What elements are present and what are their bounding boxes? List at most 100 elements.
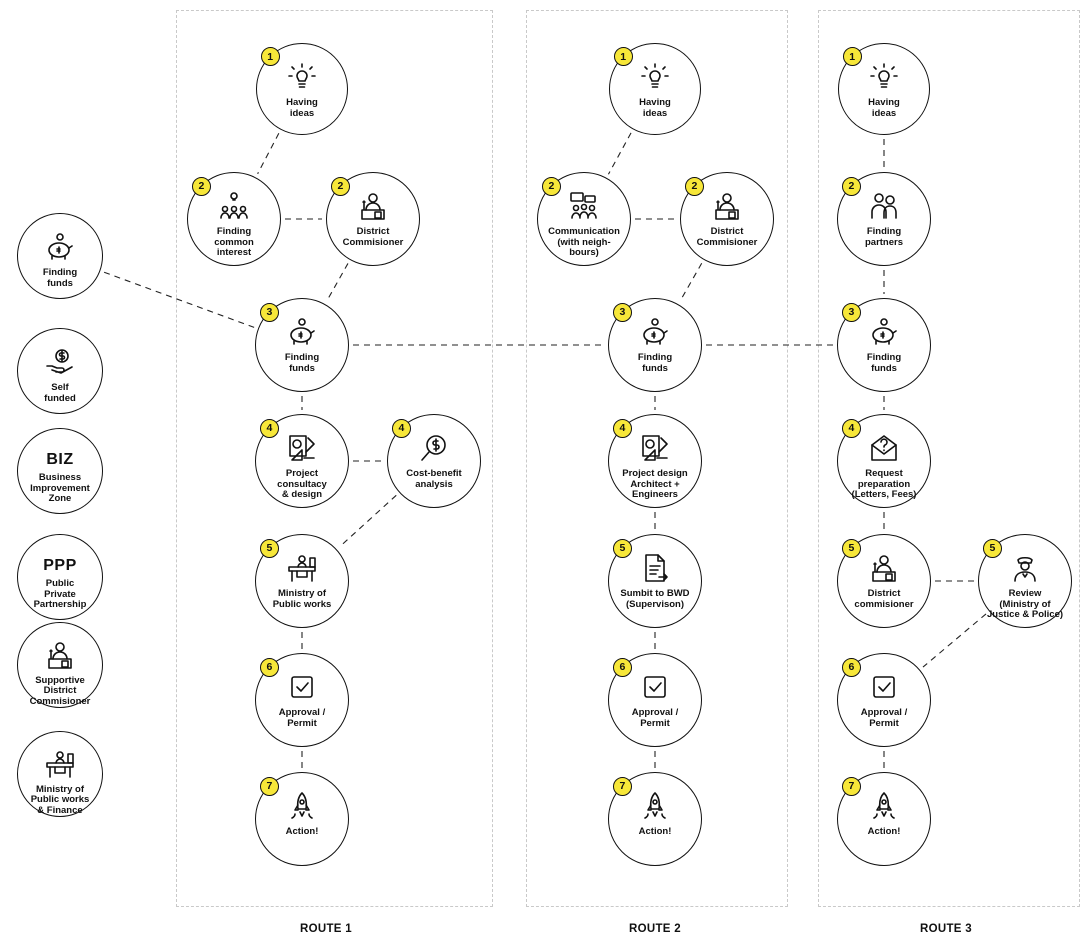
envelope-question-icon	[867, 431, 901, 465]
route2-action-node-step-badge: 7	[612, 776, 632, 796]
document-send-icon	[638, 551, 672, 585]
route1-district-commisioner-node-step-badge: 2	[330, 176, 350, 196]
funding-option-3-label: Business Improvement Zone	[30, 472, 90, 504]
route1-cost-benefit-node-label: Cost-benefit analysis	[406, 468, 462, 490]
route3-action-node-step-badge: 7	[841, 776, 861, 796]
route2-approval-node-step-badge: 6	[612, 657, 632, 677]
route1-label: ROUTE 1	[300, 923, 352, 935]
route3-label: ROUTE 3	[920, 923, 972, 935]
route1-having-ideas-node-step-badge: 1	[260, 47, 280, 67]
route3-review-node-label: Review (Ministry of Justice & Police)	[986, 588, 1064, 620]
lightbulb-icon	[867, 60, 901, 94]
funding-option-4-label: Public Private Partnership	[33, 578, 87, 610]
connector-line	[679, 263, 703, 301]
route2-approval-node-label: Approval / Permit	[631, 707, 679, 729]
route2-submit-node-step-badge: 5	[612, 538, 632, 558]
route1-box	[176, 10, 493, 907]
route2-district-commisioner-node-label: District Commisioner	[696, 226, 758, 248]
route3-finding-partners-node: Finding partners	[837, 172, 931, 266]
route2-project-design-node-step-badge: 4	[612, 418, 632, 438]
route2-finding-funds-node: Finding funds	[608, 298, 702, 392]
funding-option-2-label: Self funded	[44, 382, 76, 404]
route1-action-node-label: Action!	[285, 826, 319, 837]
official-at-desk-icon	[867, 551, 901, 585]
connector-line	[607, 132, 632, 175]
funding-option-5: Supportive District Commisioner	[17, 622, 103, 708]
official-at-desk-icon	[43, 639, 77, 672]
route1-having-ideas-node: Having ideas	[256, 43, 348, 135]
route1-project-consultancy-node-label: Project consultacy & design	[277, 468, 327, 500]
route2-finding-funds-node-step-badge: 3	[612, 302, 632, 322]
magnifier-dollar-icon	[417, 431, 451, 465]
route1-approval-node-step-badge: 6	[259, 657, 279, 677]
route3-district-commisioner-node-label: District commisioner	[854, 588, 914, 610]
checkbox-icon	[867, 670, 901, 704]
route1-having-ideas-node-label: Having ideas	[286, 97, 318, 119]
ministry-desk-icon	[43, 748, 77, 781]
connector-line	[339, 494, 397, 548]
checkbox-icon	[285, 670, 319, 704]
route3-having-ideas-node-label: Having ideas	[868, 97, 900, 119]
route1-finding-funds-node-label: Finding funds	[284, 352, 320, 374]
route1-finding-common-interest-node-step-badge: 2	[191, 176, 211, 196]
checkbox-icon	[638, 670, 672, 704]
route3-request-node-label: Request preparation (Letters, Fees)	[851, 468, 917, 500]
piggy-bank-icon	[285, 315, 319, 349]
funding-option-6-label: Ministry of Public works & Finance	[30, 783, 90, 816]
connector-line	[257, 133, 280, 175]
route1-project-consultancy-node-step-badge: 4	[259, 418, 279, 438]
police-officer-icon	[1008, 551, 1042, 585]
route3-request-node-step-badge: 4	[841, 418, 861, 438]
piggy-bank-icon	[638, 315, 672, 349]
route3-approval-node-label: Approval / Permit	[860, 707, 908, 729]
funding-option-1-label: Finding funds	[42, 267, 78, 289]
route3-district-commisioner-node-step-badge: 5	[841, 538, 861, 558]
route1-approval-node-label: Approval / Permit	[278, 707, 326, 729]
route3-approval-node-step-badge: 6	[841, 657, 861, 677]
route1-finding-common-interest-node-label: Finding common interest	[214, 226, 254, 258]
rocket-icon	[867, 789, 901, 823]
route3-box	[818, 10, 1080, 907]
funding-option-2: Self funded	[17, 328, 103, 414]
people-chat-icon	[567, 189, 601, 223]
route1-cost-benefit-node-step-badge: 4	[391, 418, 411, 438]
group-idea-icon	[217, 189, 251, 223]
rocket-icon	[638, 789, 672, 823]
route3-having-ideas-node-step-badge: 1	[842, 47, 862, 67]
route2-communication-node: Communication (with neigh- bours)	[537, 172, 631, 266]
route2-label: ROUTE 2	[629, 923, 681, 935]
funding-option-4-abbrev: PPP	[43, 557, 77, 574]
route1-ministry-node-label: Ministry of Public works	[272, 588, 332, 610]
route1-finding-funds-node-step-badge: 3	[259, 302, 279, 322]
lightbulb-icon	[638, 60, 672, 94]
route2-district-commisioner-node-step-badge: 2	[684, 176, 704, 196]
route2-box	[526, 10, 788, 907]
connector-line	[922, 613, 987, 668]
route3-action-node-label: Action!	[867, 826, 901, 837]
official-at-desk-icon	[356, 189, 390, 223]
lightbulb-icon	[285, 60, 319, 94]
funding-option-6: Ministry of Public works & Finance	[17, 731, 103, 817]
route1-action-node-step-badge: 7	[259, 776, 279, 796]
route3-finding-funds-node-label: Finding funds	[866, 352, 902, 374]
official-at-desk-icon	[710, 189, 744, 223]
route2-finding-funds-node-label: Finding funds	[637, 352, 673, 374]
rocket-icon	[285, 789, 319, 823]
route3-finding-funds-node-step-badge: 3	[841, 302, 861, 322]
funding-option-1: Finding funds	[17, 213, 103, 299]
route2-submit-node-label: Sumbit to BWD (Supervison)	[620, 588, 690, 610]
route2-communication-node-step-badge: 2	[541, 176, 561, 196]
funding-option-3-abbrev: BIZ	[46, 451, 74, 468]
funding-option-4: PPP Public Private Partnership	[17, 534, 103, 620]
route2-having-ideas-node-label: Having ideas	[639, 97, 671, 119]
route2-action-node-label: Action!	[638, 826, 672, 837]
piggy-bank-icon	[867, 315, 901, 349]
drafting-tools-icon	[638, 431, 672, 465]
route2-project-design-node-label: Project design Architect + Engineers	[622, 468, 688, 500]
route3-finding-partners-node-label: Finding partners	[864, 226, 903, 248]
funding-option-3: BIZ Business Improvement Zone	[17, 428, 103, 514]
funding-option-5-label: Supportive District Commisioner	[29, 674, 91, 707]
route3-finding-partners-node-step-badge: 2	[841, 176, 861, 196]
